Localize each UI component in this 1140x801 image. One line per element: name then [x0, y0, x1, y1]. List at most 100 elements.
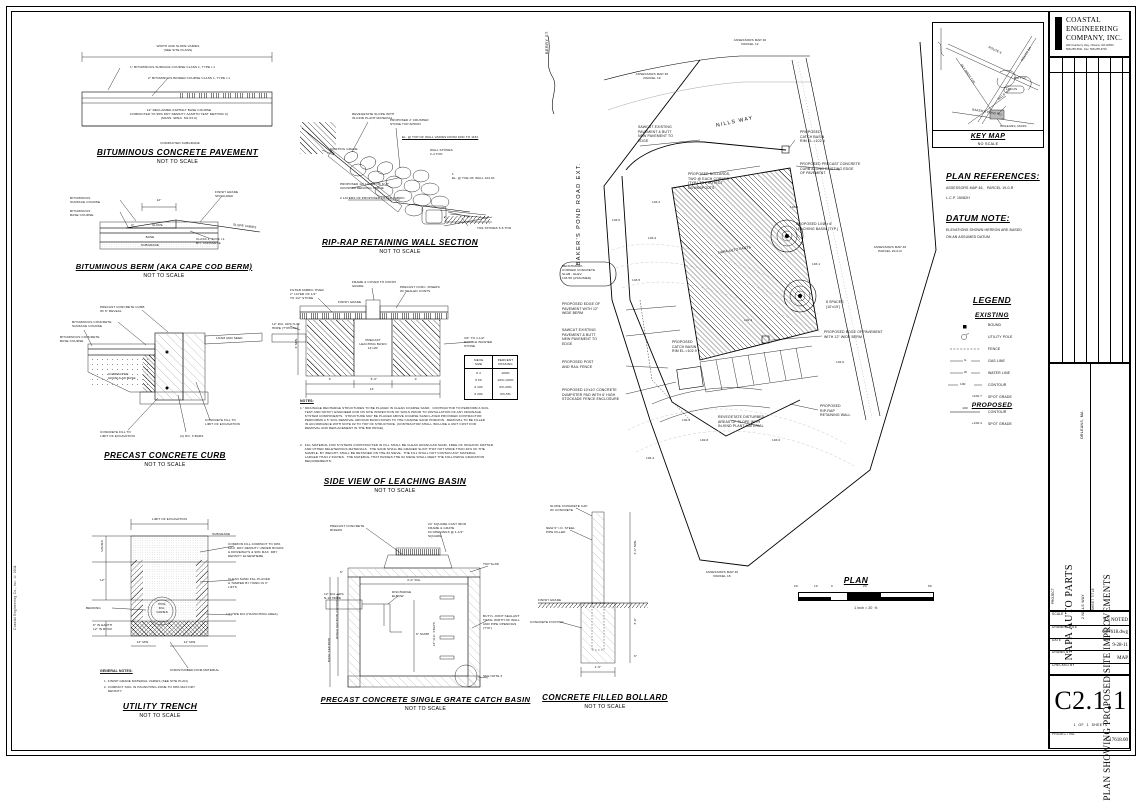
detail-label: WALL STONES 2-4 TON — [430, 148, 453, 157]
plan-callout: 8 SPACES (10'x19') — [826, 300, 844, 309]
detail-label: 2" BITUMINOUS BINDER COURSE CLASS 1, TYP… — [148, 76, 231, 80]
legend-proposed-spot-mark: +100.4 — [971, 421, 982, 425]
detail-label: NEW 6" I.D. STEEL PIPE FILLED — [546, 526, 575, 535]
plan-callout: PROPOSED CATCH BASIN RIM EL.=102.4 — [800, 130, 825, 144]
sheet-border-outer — [6, 6, 1136, 756]
note-item: 2. FILL MATERIAL FOR SYSTEMS CONSTRUCTED… — [300, 443, 494, 464]
detail-label: CLEAN SAND FILL PLACED & TAMPED BY HAND … — [228, 577, 271, 590]
plan-callout: PROPOSED CATCH BASIN RIM EL.=102.9 — [672, 340, 697, 354]
row-label: DRAWN BY — [1052, 650, 1071, 655]
detail-label: 6'-0" — [370, 377, 378, 381]
spot-grade: 103.5 — [632, 278, 641, 282]
legend-label: GAS LINE — [988, 359, 1005, 363]
detail-label: PROPOSED 12" LAYER OF 6"-8" CRUSHED BEDD… — [340, 182, 390, 191]
row-value: MAP — [1117, 655, 1128, 661]
scale-tick: 20 — [794, 584, 798, 588]
detail-label: DISCHARGE ELBOW — [392, 590, 412, 599]
assessor-note: ASSESSORS MAP 46 PARCEL 12 — [733, 38, 767, 47]
building-hatch — [672, 168, 818, 360]
legend-proposed-contour-mark: 100 — [962, 406, 968, 410]
spot-grade: 104.4 — [646, 456, 655, 460]
detail-label: COMPACTED GRANULAR BASE — [108, 372, 136, 381]
legend-existing-heading: EXISTING — [975, 312, 1009, 319]
detail-label: 6" IN EARTH 12" IN ROCK — [93, 623, 113, 632]
plan-callout: PROPOSED EDGE OF PAVEMENT WITH 12" WIDE … — [824, 330, 883, 339]
detail-label: 3/4" TO 1-1/2" DOUBLE WASHED STONE — [464, 336, 493, 349]
detail-label: PRECAST CONCRETE CURB W/ 6" REVEAL — [100, 305, 145, 314]
plan-references-line: ASSESSORS MAP 46, PARCEL 19-0-R — [946, 186, 1014, 190]
plan-callout: SAWCUT EXISTING PAVEMENT & BUTT NEW PAVE… — [562, 328, 598, 347]
datum-note-line: ELEVATIONS SHOWN HEREON ARE BASED — [946, 228, 1022, 232]
detail-label: 1 EL. @ TOE OF WALL 104.0± — [452, 172, 495, 181]
detail-label: 12" DIA. ADS N-12 HDPE — [324, 592, 344, 601]
detail-title: SIDE VIEW OF LEACHING BASIN — [323, 476, 467, 486]
detail-label: 1'-6" — [594, 665, 602, 669]
detail-label: BUTYL JOINT SEALANT TOTAL WIDTH OF WALL … — [483, 614, 520, 631]
plan-callout: PROPOSED 14'Ø x 6' LEACHING BASIN (TYP.) — [796, 222, 839, 231]
base-course-fill — [82, 103, 272, 126]
sieve-header: SIEVE SIZE — [473, 358, 484, 367]
detail-label: PRECAST CONCRETE RISERS — [330, 524, 365, 533]
detail-label: PROPOSED 2' CRUSHED STONE TOP APRON — [390, 118, 429, 127]
detail-label: 24" SQUARE CAST IRON FRAME & GRATE 64 OP… — [428, 522, 467, 539]
row-value: 9-28-11 — [1112, 643, 1128, 649]
detail-label: BITUMINOUS CONCRETE BASE COURSE — [60, 335, 100, 344]
sieve-cell: # 4 — [476, 371, 481, 375]
notes-heading: NOTES: — [300, 399, 314, 403]
sheet-number: C2.1.1 — [1054, 686, 1127, 715]
keymap-label: LOCUS — [1006, 87, 1018, 91]
detail-title: BITUMINOUS CONCRETE PAVEMENT — [96, 147, 259, 157]
legend-label: UTILITY POLE — [988, 335, 1013, 339]
datum-note-heading: DATUM NOTE: — [946, 213, 1010, 223]
sieve-cell: 0%-5% — [500, 392, 511, 396]
detail-label: FINISH GRADE — [538, 598, 562, 602]
legend-gas-mark: G — [964, 358, 967, 362]
legend-water-mark: W — [964, 370, 968, 374]
plan-title: PLAN — [843, 575, 869, 585]
plan-callout: SAWCUT EXISTING PAVEMENT & BUTT NEW PAVE… — [638, 125, 674, 144]
legend-label: BOUND — [988, 323, 1002, 327]
row-value: AS NOTED — [1103, 617, 1128, 623]
detail-label: SUBGRADE — [212, 532, 231, 536]
logo-line-2: ENGINEERING — [1066, 24, 1119, 33]
company-logo-block: COASTAL ENGINEERING COMPANY, INC. 260 Cr… — [1049, 11, 1130, 57]
detail-label: 6" — [340, 570, 344, 574]
note-item: 1." DRAINAGE RECHARGE STRUCTURES TO BE P… — [300, 406, 489, 431]
detail-label: BITUMINOUS CONCRETE SURFACE COURSE — [72, 320, 112, 329]
detail-label: 12" — [100, 578, 105, 582]
detail-label: PRECAST LEACHING BASIN 14'x20' — [359, 338, 387, 351]
plan-callout: PROPOSED PRECAST CONCRETE CURB ALONG EXI… — [800, 162, 861, 176]
detail-label: REVEGETATE SLOPE WITH IN-KIND PLANT MATE… — [352, 112, 395, 121]
sheet-border-inner — [11, 11, 1131, 751]
detail-label: 6" SUMP — [416, 632, 430, 636]
assessor-note: ASSESSORS MAP 46 PARCEL 20-0-R — [873, 245, 907, 254]
plan-callout: PROPOSED POST AND RAIL FENCE — [562, 360, 594, 369]
detail-label: 14' — [369, 387, 375, 391]
scale-tick: 0 — [831, 584, 833, 588]
legend-label: WATER LINE — [988, 371, 1011, 375]
sieve-header: PERCENT PASSING — [497, 358, 514, 367]
row-label: DATE — [1052, 637, 1062, 642]
detail-label: UNDISTURBED FIRM MATERIAL — [170, 668, 220, 672]
detail-label: COMMON FILL-COMPACT TO 90% MAX. DRY DENS… — [228, 542, 284, 559]
scale-text: 1 inch = 20 ft. — [854, 606, 878, 610]
project-town: ORLEANS, MA. — [1080, 410, 1084, 440]
spot-grade: 103.0 — [612, 218, 621, 222]
detail-label: BASE — [145, 235, 155, 239]
revision-block — [1049, 57, 1131, 364]
legend-label: CONTOUR — [988, 383, 1007, 387]
detail-title: CONCRETE FILLED BOLLARD — [542, 693, 668, 702]
detail-title: RIP-RAP RETAINING WALL SECTION — [321, 238, 479, 247]
benchmark-note: BENCHMARK - CORNER CONCRETE SLAB - ELEV.… — [562, 264, 596, 281]
detail-label: SEE NOTE 3 — [483, 674, 503, 678]
detail-label: LIMIT OF EXCAVATION — [151, 517, 188, 521]
sieve-cell: # 100 — [474, 385, 483, 389]
spot-grade: 102.8 — [700, 438, 709, 442]
sieve-cell: 0%-20% — [499, 385, 512, 389]
row-label: DRAWING FILE — [1052, 624, 1078, 629]
sieve-cell: # 50 — [475, 378, 482, 382]
plan-callout: REVEGETATE DISTURBED AREAS OF SLOPE WITH… — [718, 415, 765, 429]
detail-title: BITUMINOUS BERM (AKA CAPE COD BERM) — [75, 262, 253, 271]
detail-label: 2 LAYERS OF PROPOSED FILTER FABRIC — [340, 196, 405, 200]
project-title-block: PROJECT NAPA AUTO PARTS 2 NILLS WAY ORLE… — [1049, 363, 1130, 801]
